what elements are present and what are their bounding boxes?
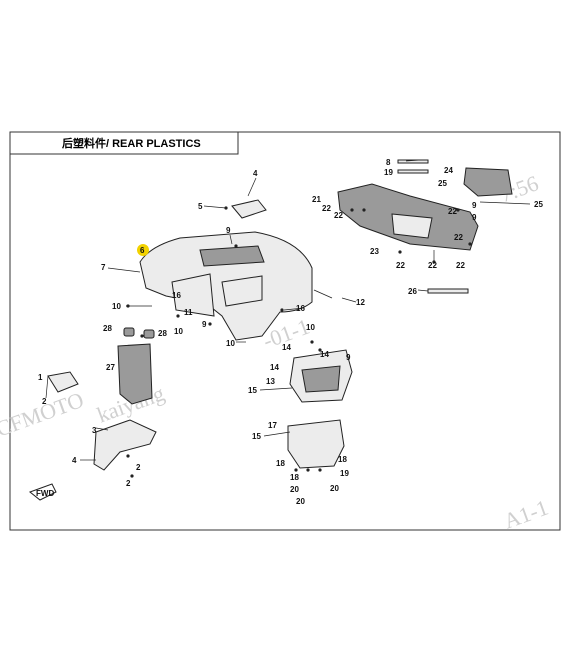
rack-frame-inner (391, 213, 433, 239)
callout-label: 3 (92, 426, 97, 435)
grommet-part (123, 327, 135, 337)
forward-arrow-label: FWD (36, 489, 54, 498)
callout-label: 22 (454, 233, 463, 242)
callout-label: 5 (198, 202, 203, 211)
callout-label: 18 (276, 459, 285, 468)
fender-inner-panel (221, 275, 263, 307)
grommet-part (143, 329, 155, 339)
callout-label: 27 (106, 363, 115, 372)
callout-label: 13 (266, 377, 275, 386)
callout-label: 20 (290, 485, 299, 494)
callout-label: 14 (270, 363, 279, 372)
callout-label: 16 (172, 291, 181, 300)
callout-label: 22 (428, 261, 437, 270)
callout-label: 4 (72, 456, 77, 465)
callout-label: 18 (338, 455, 347, 464)
callout-label: 2 (136, 463, 141, 472)
callout-label: 20 (296, 497, 305, 506)
side-panel-part (117, 343, 153, 405)
rod-part (397, 169, 429, 174)
rod-part (397, 159, 429, 164)
callout-label: 15 (252, 432, 261, 441)
highlight-marker (137, 244, 149, 256)
tail-lamp-part (463, 167, 513, 197)
diagram-title: 后塑料件/ REAR PLASTICS (62, 136, 201, 150)
callout-label: 18 (290, 473, 299, 482)
callout-label: 22 (448, 207, 457, 216)
callout-label: 9 (226, 226, 231, 235)
title-box (9, 131, 239, 155)
callout-label: 1 (38, 373, 43, 382)
callout-label: 4 (253, 169, 258, 178)
rear-fender-recess (199, 245, 265, 267)
callout-label: 9 (202, 320, 207, 329)
callout-label: 26 (408, 287, 417, 296)
callout-label: 14 (320, 350, 329, 359)
callout-label: 21 (312, 195, 321, 204)
callout-label: 12 (356, 298, 365, 307)
callout-label: 22 (396, 261, 405, 270)
callout-label: 15 (248, 386, 257, 395)
callout-label: 9 (346, 353, 351, 362)
callout-label: 9 (472, 213, 477, 222)
callout-label: 19 (384, 168, 393, 177)
callout-label: 11 (184, 308, 193, 317)
callout-label: 19 (340, 469, 349, 478)
callout-label: 22 (334, 211, 343, 220)
callout-label: 25 (534, 200, 543, 209)
callout-label: 25 (438, 179, 447, 188)
callout-label: 6 (140, 246, 145, 255)
callout-label: 20 (330, 484, 339, 493)
storage-tray-part (287, 419, 345, 469)
callout-label: 24 (444, 166, 453, 175)
callout-label: 28 (158, 329, 167, 338)
callout-label: 8 (386, 158, 391, 167)
fender-inner-panel (171, 273, 215, 317)
callout-label: 22 (322, 204, 331, 213)
top-bracket-part (231, 199, 267, 219)
callout-label: 7 (101, 263, 106, 272)
callout-label: 17 (268, 421, 277, 430)
callout-label: 22 (456, 261, 465, 270)
bar-part (427, 288, 469, 294)
callout-label: 10 (306, 323, 315, 332)
callout-label: 16 (296, 304, 305, 313)
storage-box-inner (301, 365, 341, 393)
callout-label: 10 (226, 339, 235, 348)
callout-label: 10 (174, 327, 183, 336)
callout-label: 14 (282, 343, 291, 352)
forward-arrow-icon (28, 483, 57, 501)
callout-label: 28 (103, 324, 112, 333)
callout-label: 9 (472, 201, 477, 210)
callout-label: 10 (112, 302, 121, 311)
callout-label: 2 (126, 479, 131, 488)
callout-label: 23 (370, 247, 379, 256)
small-bracket-part (47, 371, 79, 393)
mudguard-part (93, 419, 157, 471)
callout-label: 2 (42, 397, 47, 406)
